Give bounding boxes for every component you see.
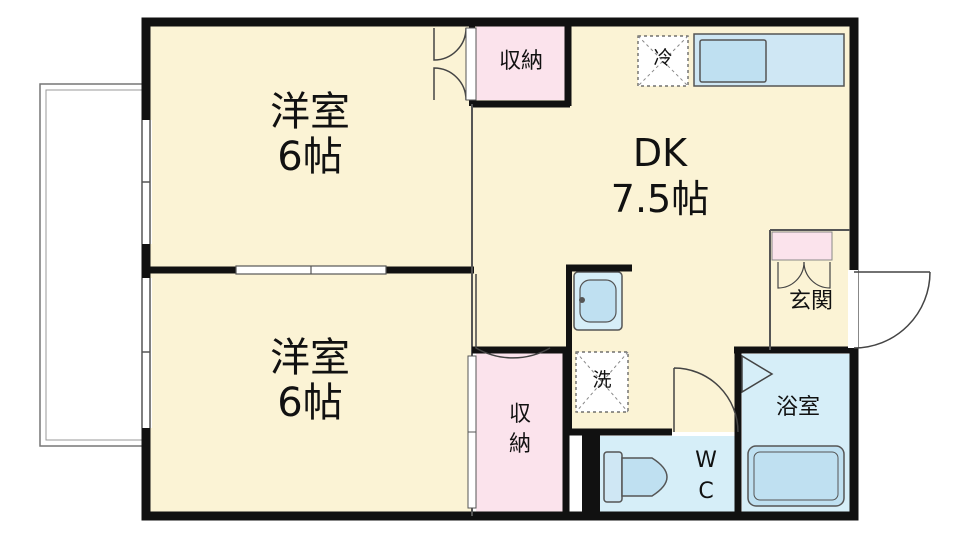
- washer-label: 洗: [592, 369, 612, 391]
- storage-lower-line2: 納: [508, 431, 531, 457]
- front-door-swing: [853, 271, 931, 349]
- dk-size: 7.5帖: [610, 177, 710, 222]
- dk-label: DK 7.5帖: [580, 130, 740, 223]
- bathroom-label: 浴室: [775, 395, 820, 420]
- western-room-upper-name: 洋室: [270, 89, 350, 135]
- refrigerator-space: [637, 35, 689, 87]
- western-room-lower-label: 洋室 6帖: [240, 336, 380, 426]
- hall-floor: [472, 270, 572, 350]
- storage-lower-label: 収 納: [490, 400, 550, 459]
- western-room-upper-floor: [150, 26, 472, 268]
- storage-upper-label: 収納: [498, 49, 543, 74]
- entrance-label: 玄関: [788, 289, 833, 314]
- western-room-lower-floor: [150, 272, 472, 512]
- western-room-lower-name: 洋室: [270, 335, 350, 381]
- storage-upper-floor: [476, 26, 566, 100]
- western-room-lower-size: 6帖: [277, 379, 343, 426]
- toilet-line1: W: [695, 448, 717, 473]
- western-room-upper-size: 6帖: [277, 133, 343, 180]
- storage-lower-line1: 収: [508, 402, 531, 427]
- western-room-upper-label: 洋室 6帖: [240, 90, 380, 180]
- entrance-step: [771, 231, 833, 261]
- toilet-label: W C: [686, 446, 726, 508]
- toilet-tank: [603, 451, 623, 503]
- storage-lower-floor: [476, 352, 564, 512]
- toilet-bowl: [621, 457, 668, 497]
- balcony: [39, 83, 145, 447]
- kitchen-sink: [699, 39, 767, 83]
- bathtub: [747, 445, 845, 507]
- refrigerator-label: 冷: [653, 47, 673, 69]
- toilet-line2: C: [698, 478, 714, 504]
- dk-name: DK: [632, 131, 688, 175]
